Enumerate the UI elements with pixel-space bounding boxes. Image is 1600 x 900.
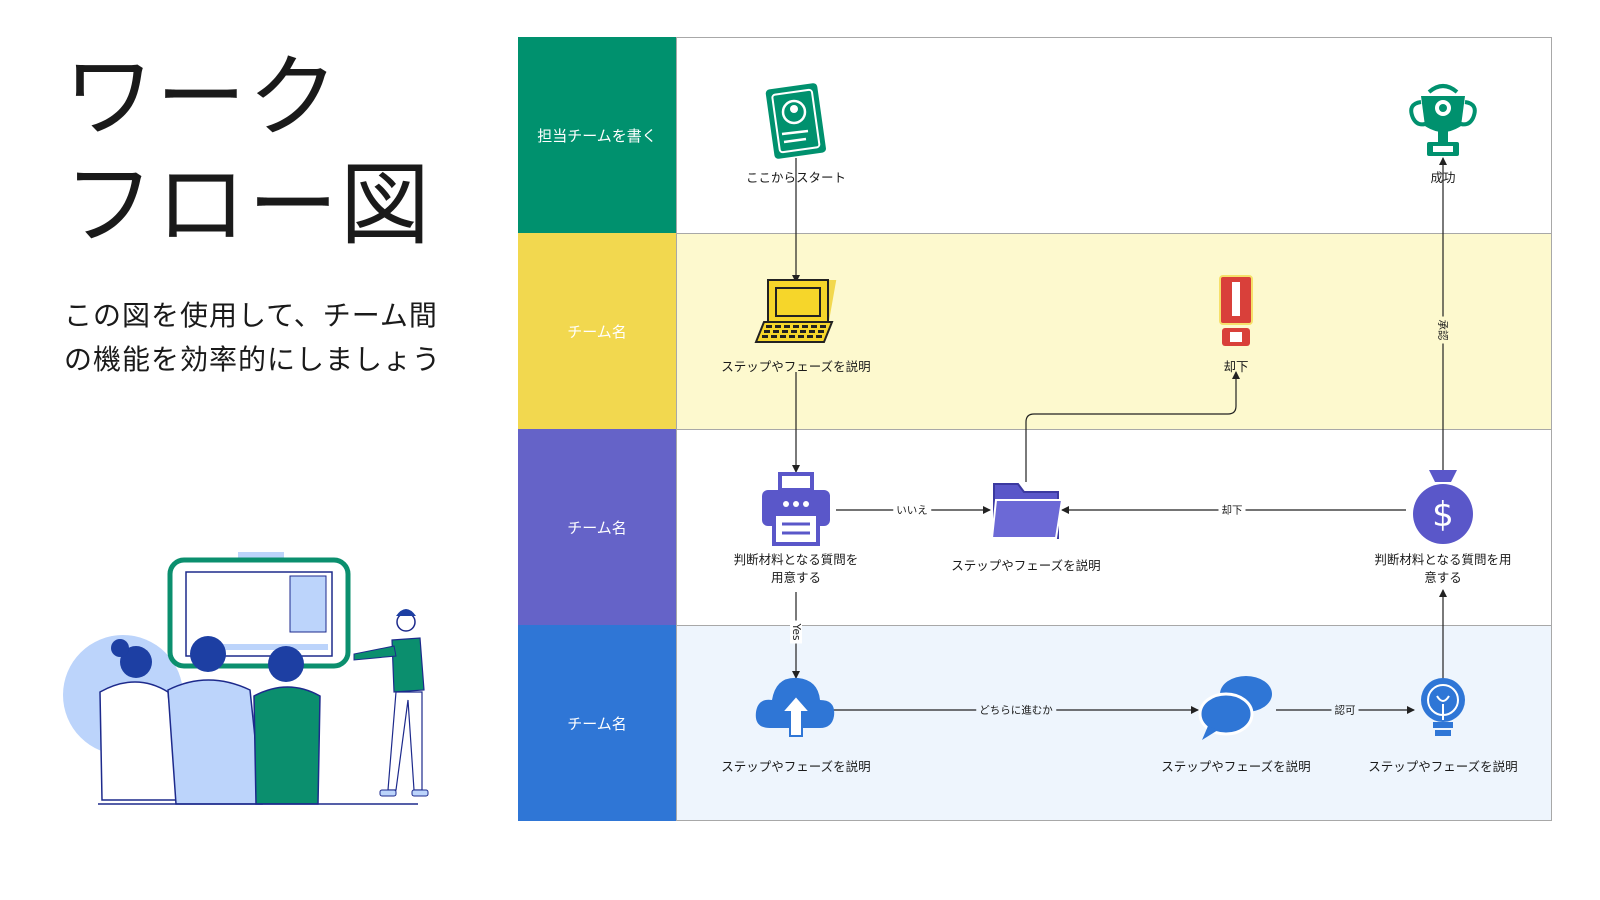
title-line-2: フロー図 bbox=[64, 153, 432, 258]
node-label-bulb: ステップやフェーズを説明 bbox=[1368, 759, 1518, 774]
page-subtitle: この図を使用して、チーム間 の機能を効率的にしましょう bbox=[64, 294, 484, 382]
node-label-success: 成功 bbox=[1430, 170, 1456, 185]
node-label-start: ここからスタート bbox=[745, 170, 847, 185]
edge-label-moneybag-success: 承認 bbox=[1435, 316, 1451, 344]
lane-row-3 bbox=[676, 429, 1552, 625]
printer-icon bbox=[762, 472, 830, 546]
node-label-laptop: ステップやフェーズを説明 bbox=[721, 359, 871, 374]
title-line-1: ワーク bbox=[64, 45, 340, 150]
node-label-cloud: ステップやフェーズを説明 bbox=[721, 759, 871, 774]
chat-bubbles-icon bbox=[1198, 676, 1272, 740]
lane-label-2: チーム名 bbox=[518, 233, 676, 429]
team-presentation-illustration bbox=[63, 552, 429, 805]
folder-icon bbox=[990, 483, 1064, 539]
edge-label-printer-cloud: Yes bbox=[790, 620, 802, 644]
node-label-reject: 却下 bbox=[1223, 359, 1249, 374]
subtitle-line-2: の機能を効率的にしましょう bbox=[64, 343, 442, 376]
node-label-chat: ステップやフェーズを説明 bbox=[1161, 759, 1311, 774]
id-card-icon bbox=[765, 83, 826, 159]
svg-text:$: $ bbox=[1432, 495, 1454, 535]
edge-label-cloud-chat: どちらに進むか bbox=[976, 702, 1056, 718]
trophy-icon bbox=[1409, 84, 1477, 156]
edge-label-chat-bulb: 認可 bbox=[1331, 702, 1359, 718]
lane-label-4: チーム名 bbox=[518, 625, 676, 821]
cloud-upload-icon bbox=[755, 677, 835, 737]
node-label-moneybag: 判断材料となる質問を用 意する bbox=[1374, 552, 1512, 585]
edge-folder-reject bbox=[1025, 371, 1240, 482]
edge-label-moneybag-folder: 却下 bbox=[1218, 502, 1246, 518]
exclamation-icon bbox=[1219, 275, 1253, 346]
laptop-icon bbox=[754, 279, 837, 343]
subtitle-line-1: この図を使用して、チーム間 bbox=[64, 299, 438, 332]
money-bag-icon: $ bbox=[1413, 470, 1473, 544]
lane-label-3: チーム名 bbox=[518, 429, 676, 625]
node-label-folder: ステップやフェーズを説明 bbox=[951, 558, 1101, 573]
edge-label-printer-folder: いいえ bbox=[893, 502, 931, 518]
lightbulb-icon bbox=[1421, 678, 1465, 736]
page-title: ワーク フロー図 bbox=[64, 44, 432, 260]
lane-label-1: 担当チームを書く bbox=[518, 37, 676, 233]
node-label-printer: 判断材料となる質問を 用意する bbox=[733, 552, 859, 585]
